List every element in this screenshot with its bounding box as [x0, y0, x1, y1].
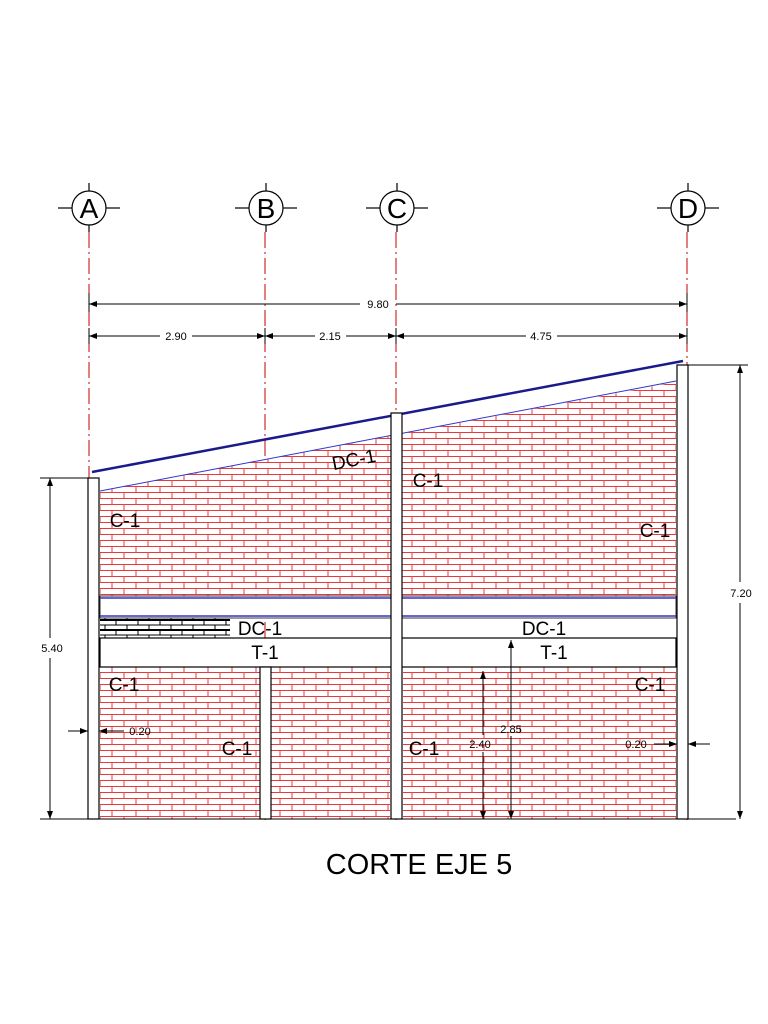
vertical-dimensions — [40, 364, 748, 819]
lower-brick-wall-left-center — [271, 667, 390, 819]
axis-bubbles — [58, 183, 719, 232]
column-c — [390, 412, 403, 820]
label-c1-upper-right: C-1 — [640, 521, 671, 542]
label-t1-left: T-1 — [251, 643, 278, 664]
dimension-inner-tall: 2.85 — [500, 724, 521, 736]
dimension-inner-short: 2.40 — [469, 739, 490, 751]
dimension-span-bc: 2.15 — [319, 331, 340, 343]
dimension-span-cd: 4.75 — [530, 331, 551, 343]
label-c1-upper-center: C-1 — [413, 471, 444, 492]
column-d — [676, 364, 689, 820]
horizontal-dimensions — [88, 293, 688, 344]
dimension-right-wall-thickness: 0.20 — [625, 739, 646, 751]
label-c1-lower-right: C-1 — [635, 675, 666, 696]
label-c1-upper-left: C-1 — [110, 511, 141, 532]
roof-beam — [91, 359, 684, 492]
axis-bubble-d — [657, 183, 719, 232]
axis-bubble-b — [235, 183, 297, 232]
label-t1-right: T-1 — [540, 643, 567, 664]
lower-brick-wall-right — [403, 667, 676, 819]
label-dc1-left: DC-1 — [238, 619, 282, 640]
column-a — [87, 477, 100, 820]
axis-bubble-c — [366, 183, 428, 232]
drawing-title: CORTE EJE 5 — [326, 849, 512, 881]
label-c1-lower-left: C-1 — [109, 675, 140, 696]
beam-bands — [99, 595, 677, 668]
axis-label-b: B — [257, 193, 276, 224]
dimension-left-height: 5.40 — [41, 643, 62, 655]
lower-brick-wall-left — [100, 667, 260, 819]
block-strip — [100, 618, 230, 638]
axis-label-a: A — [80, 193, 99, 224]
axis-bubble-a — [58, 183, 120, 232]
upper-brick-wall — [100, 382, 676, 596]
axis-label-d: D — [678, 193, 698, 224]
axis-label-c: C — [387, 193, 407, 224]
columns — [87, 364, 689, 820]
dimension-span-ab: 2.90 — [165, 331, 186, 343]
dimension-right-height: 7.20 — [730, 588, 751, 600]
label-dc1-right: DC-1 — [522, 619, 566, 640]
label-c1-lower-center: C-1 — [409, 739, 440, 760]
column-b-lower — [259, 666, 272, 820]
dimension-left-wall-thickness: 0.20 — [129, 726, 150, 738]
label-c1-lower-left-center: C-1 — [222, 739, 253, 760]
dimension-overall: 9.80 — [367, 299, 388, 311]
